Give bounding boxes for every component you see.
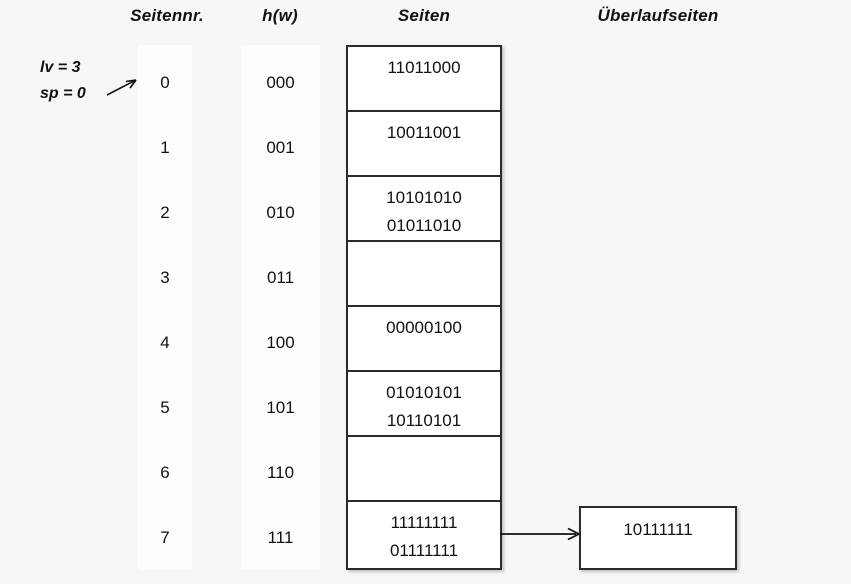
column-header-seitennr: Seitennr. (130, 6, 204, 25)
hash-cell: 010 (266, 203, 295, 222)
index-cell: 0 (160, 73, 170, 92)
page-row: 10011001 (348, 112, 500, 177)
index-cell: 6 (160, 463, 170, 482)
index-cell: 2 (160, 203, 170, 222)
overflow-page: 10111111 (579, 506, 737, 570)
hash-cell: 101 (266, 398, 295, 417)
page-row-empty (348, 437, 500, 502)
level-parameter: lv = 3 (40, 59, 81, 76)
index-cell: 3 (160, 268, 170, 287)
page-entry: 01111111 (389, 541, 459, 560)
index-cell: 7 (160, 528, 170, 547)
page-row: 11011000 (348, 47, 500, 112)
page-entry: 01010101 (386, 383, 462, 402)
pages-table: 11011000 10011001 10101010 01011010 0000… (346, 45, 502, 570)
overflow-link-arrow-icon (500, 527, 580, 541)
page-row: 00000100 (348, 307, 500, 372)
hash-cell: 111 (267, 528, 294, 547)
page-entry: 10110101 (386, 411, 462, 430)
hash-cell: 000 (266, 73, 295, 92)
page-entry: 10011001 (386, 123, 462, 142)
index-column-background (138, 45, 192, 570)
overflow-entry: 10111111 (623, 520, 693, 539)
split-pointer-parameter: sp = 0 (40, 85, 86, 102)
hash-cell: 001 (266, 138, 295, 157)
split-pointer-arrow-icon (106, 79, 137, 96)
hash-cell: 110 (266, 463, 295, 482)
page-row: 10101010 01011010 (348, 177, 500, 242)
hash-parameters: lv = 3 sp = 0 (40, 55, 86, 107)
page-entry: 01011010 (386, 216, 462, 235)
page-row: 01010101 10110101 (348, 372, 500, 437)
page-row: 11111111 01111111 (348, 502, 500, 567)
index-cell: 1 (160, 138, 170, 157)
index-cell: 5 (160, 398, 170, 417)
column-header-hw: h(w) (262, 6, 298, 25)
index-cell: 4 (160, 333, 170, 352)
page-entry: 11011000 (387, 58, 461, 77)
column-header-seiten: Seiten (397, 6, 451, 25)
page-row-empty (348, 242, 500, 307)
hash-cell: 011 (266, 268, 295, 287)
page-entry: 00000100 (386, 318, 462, 337)
hash-cell: 100 (266, 333, 295, 352)
column-header-ueberlaufseiten: Überlaufseiten (597, 6, 719, 25)
hash-column-background (241, 45, 320, 570)
page-entry: 11111111 (390, 513, 458, 532)
page-entry: 10101010 (386, 188, 462, 207)
